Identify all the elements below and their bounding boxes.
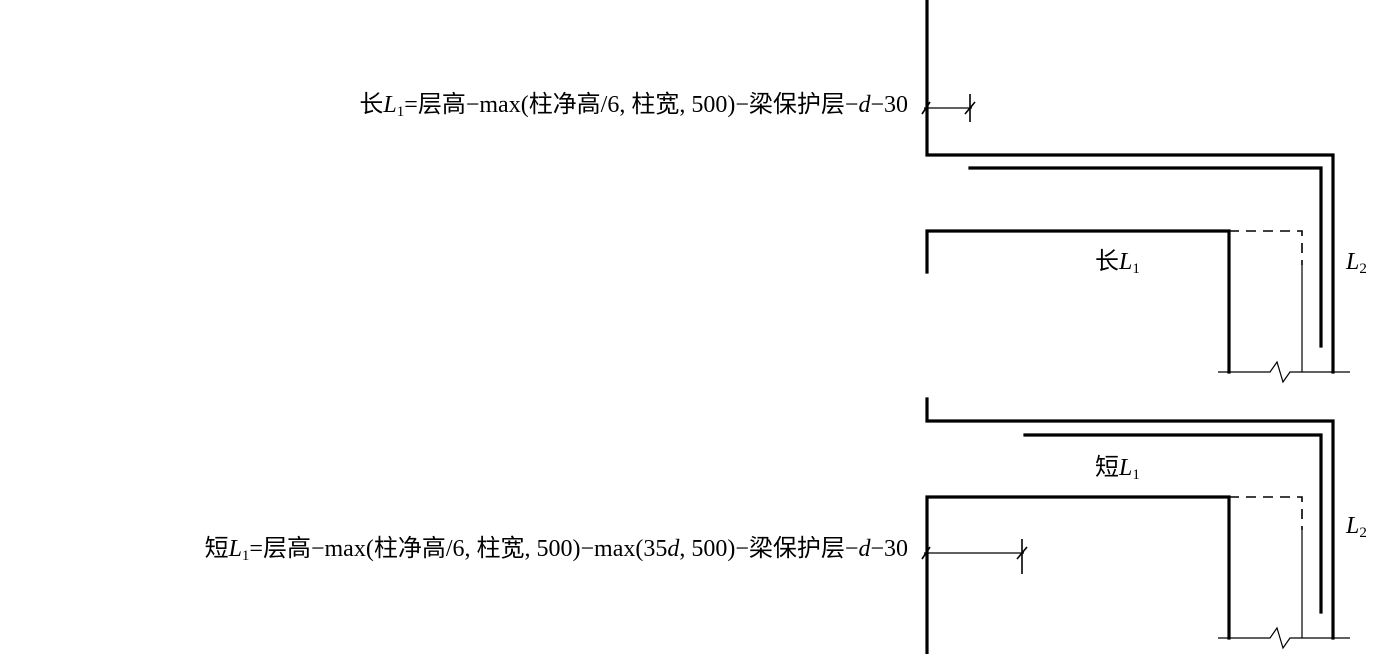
top-long-rebar: [968, 166, 1323, 348]
bottom-column-outline: [925, 397, 1335, 640]
top-dimension-tick-left: [921, 101, 931, 115]
bottom-dimension-tick-left: [921, 546, 931, 560]
bottom-beam-edge: [925, 495, 1231, 654]
bottom-l2-label: L2: [1346, 513, 1367, 541]
bottom-short-rebar: [1023, 433, 1323, 614]
top-dashed-edge: [1229, 230, 1303, 265]
bottom-dashed-edge: [1229, 496, 1303, 530]
top-break-line: [1218, 360, 1350, 384]
long-l1-formula: 长L1=层高−max(柱净高/6, 柱宽, 500)−梁保护层−d−30: [359, 92, 908, 120]
short-l1-formula: 短L1=层高−max(柱净高/6, 柱宽, 500)−max(35d, 500)…: [204, 536, 908, 564]
bottom-dimension-tick-right-slash: [1016, 546, 1028, 560]
top-beam-edge: [925, 229, 1231, 374]
bottom-break-line: [1218, 626, 1350, 650]
top-dimension-tick-right-slash: [964, 101, 976, 115]
top-l2-label: L2: [1346, 249, 1367, 277]
long-l1-label: 长L1: [1095, 249, 1140, 277]
short-l1-label: 短L1: [1095, 455, 1140, 483]
top-column-outline: [925, 0, 1335, 374]
